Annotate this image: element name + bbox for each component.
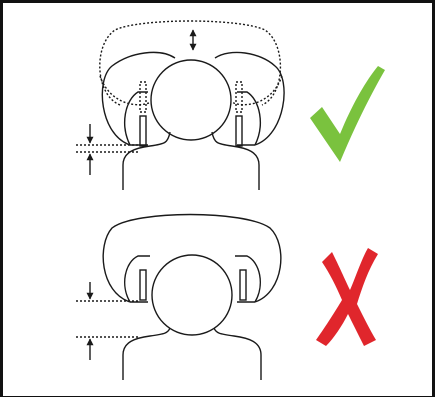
shoulders — [122, 131, 260, 190]
headrest-lowered-lower-edge — [99, 75, 156, 106]
headrest-raised-inner-right — [237, 91, 261, 146]
head — [151, 254, 233, 336]
incorrect-panel — [76, 213, 282, 380]
post-right — [239, 269, 247, 301]
post-left — [139, 115, 147, 147]
post-right — [235, 115, 243, 147]
post-lowered-right — [235, 81, 243, 113]
check-mark-icon — [310, 66, 385, 162]
headrest-lowered-outline — [99, 20, 282, 106]
post-lowered-left — [139, 81, 147, 113]
headrest-outline — [102, 213, 282, 303]
headrest-inner-left — [124, 255, 150, 303]
shoulders — [122, 327, 262, 380]
post-left — [139, 269, 147, 301]
headrest-raised-inner-left — [124, 91, 148, 146]
headrest-inner-right — [235, 255, 261, 303]
x-mark-icon — [316, 248, 378, 346]
headrest-raised-outline — [101, 51, 285, 146]
head — [150, 59, 232, 141]
correct-panel — [76, 20, 285, 190]
